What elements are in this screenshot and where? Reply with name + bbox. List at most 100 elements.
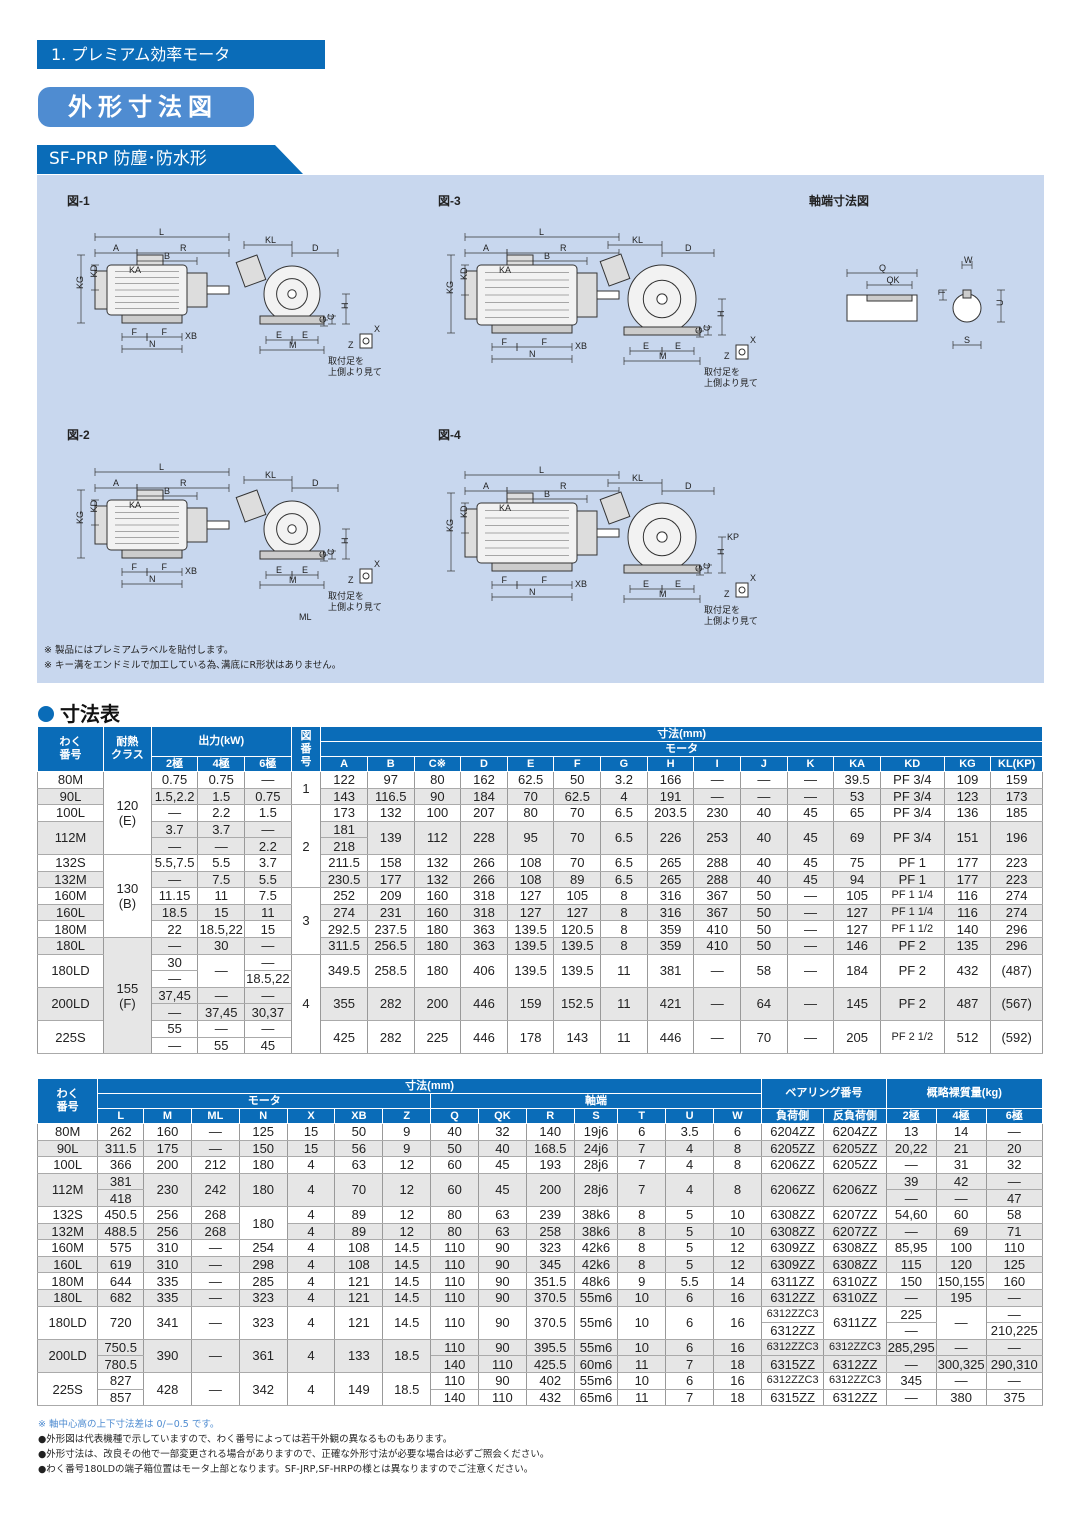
table-cell: 8: [617, 1206, 667, 1224]
table-cell: 30: [197, 937, 246, 955]
table-cell: 38k6: [573, 1223, 619, 1241]
motor-bracket: [186, 272, 208, 308]
table-cell: 318: [460, 887, 508, 905]
table-cell: 184: [833, 954, 881, 988]
table-cell: 345: [525, 1256, 575, 1274]
table-cell: 780.5: [97, 1355, 145, 1373]
table-cell: 108: [334, 1256, 384, 1274]
table-cell: 80: [413, 771, 462, 789]
table-cell: 10: [713, 1223, 762, 1241]
table-cell: 209: [366, 887, 415, 905]
table-cell: —: [190, 1239, 240, 1257]
table-cell: 191: [646, 788, 695, 806]
table-cell: 139.5: [506, 937, 555, 955]
dimension-label: KA: [129, 265, 141, 275]
table-cell: 180L: [36, 1289, 99, 1307]
table-cell: 1: [290, 771, 322, 806]
header-col: L: [97, 1108, 145, 1124]
header-col: G: [600, 756, 648, 772]
table-cell: 110: [430, 1339, 479, 1357]
table-cell: 184: [460, 788, 508, 806]
table-row: —18.5,22: [38, 970, 1043, 988]
table-cell: 125: [985, 1256, 1044, 1274]
table-cell: —: [197, 837, 246, 855]
table-cell: 108: [506, 871, 555, 889]
table-cell: 30: [150, 954, 199, 972]
header-col: F: [553, 756, 602, 772]
header-col: E: [506, 756, 555, 772]
foot-detail: [359, 568, 373, 584]
table-cell: —: [190, 1140, 240, 1158]
table-cell: PF 1: [879, 871, 945, 889]
table-cell: 6312ZZC3: [760, 1339, 825, 1357]
dimension-label: XB: [575, 579, 587, 589]
dimension-label: X: [750, 335, 756, 345]
table-cell: 285,295: [885, 1339, 937, 1357]
table-cell: 7: [665, 1389, 715, 1407]
table-cell: 6: [665, 1372, 715, 1390]
table-cell: 316: [646, 904, 695, 922]
table-cell: 90: [478, 1239, 527, 1257]
terminal-box: [506, 254, 534, 266]
key: [962, 289, 972, 299]
dimension-label: Z: [348, 340, 354, 350]
dimension-label: H: [340, 303, 350, 310]
dimension-label: D: [685, 243, 692, 253]
table-cell: 70: [553, 821, 602, 855]
table-cell: 341: [143, 1306, 192, 1340]
table-cell: 149: [334, 1372, 384, 1407]
table-cell: —: [935, 1306, 987, 1340]
table-cell: 158: [366, 854, 415, 872]
header-col: J: [740, 756, 788, 772]
table-cell: 196: [990, 821, 1043, 855]
table-cell: 97: [366, 771, 415, 789]
table-cell: —: [693, 1020, 742, 1055]
table-cell: 274: [990, 904, 1043, 922]
header-col: X: [286, 1108, 336, 1124]
table-cell: 288: [693, 854, 742, 872]
table-cell: 50: [740, 904, 788, 922]
dimension-label: R: [180, 478, 187, 488]
dimension-label: L: [159, 462, 164, 472]
table-cell: 132M: [37, 871, 104, 889]
table-row: 418——47: [38, 1189, 1044, 1207]
table-cell: 55m6: [573, 1289, 619, 1307]
table-cell: —: [786, 987, 835, 1021]
table-cell: 6315ZZ: [760, 1355, 825, 1373]
dimension-label: N: [529, 587, 536, 597]
table-cell: —: [244, 821, 292, 839]
figure-title: 図-2: [67, 428, 90, 442]
table-cell: 6207ZZ: [823, 1223, 887, 1241]
table-cell: 100L: [37, 804, 104, 822]
table-cell: 6312ZZC3: [823, 1339, 887, 1357]
table-cell: 14.5: [382, 1289, 432, 1307]
table-cell: 28j6: [573, 1173, 619, 1207]
table-cell: 7: [617, 1156, 667, 1174]
table-cell: 200: [525, 1173, 575, 1207]
table-cell: 1.5: [244, 804, 292, 822]
table-cell: 212: [190, 1156, 240, 1174]
table-cell: 6204ZZ: [760, 1123, 825, 1141]
table-cell: 300,325: [935, 1355, 987, 1373]
table-cell: 10: [617, 1339, 667, 1357]
motor-bracket: [186, 507, 208, 543]
table-cell: 359: [646, 920, 695, 938]
table-cell: 4: [600, 788, 648, 806]
table-cell: —: [693, 954, 742, 988]
table-cell: 265: [646, 871, 695, 889]
table-cell: —: [150, 1037, 199, 1055]
table-cell: —: [244, 1020, 292, 1038]
table-row: 6312ZZ—210,225: [38, 1322, 1044, 1340]
terminal-box-front: [235, 489, 267, 523]
table-cell: 160: [985, 1272, 1044, 1290]
header-col: Z: [382, 1108, 432, 1124]
table-cell: 285: [238, 1272, 288, 1290]
header-frame: わく 番号: [37, 726, 104, 772]
header-col: KL(KP): [990, 756, 1043, 772]
table-cell: 89: [334, 1206, 384, 1224]
